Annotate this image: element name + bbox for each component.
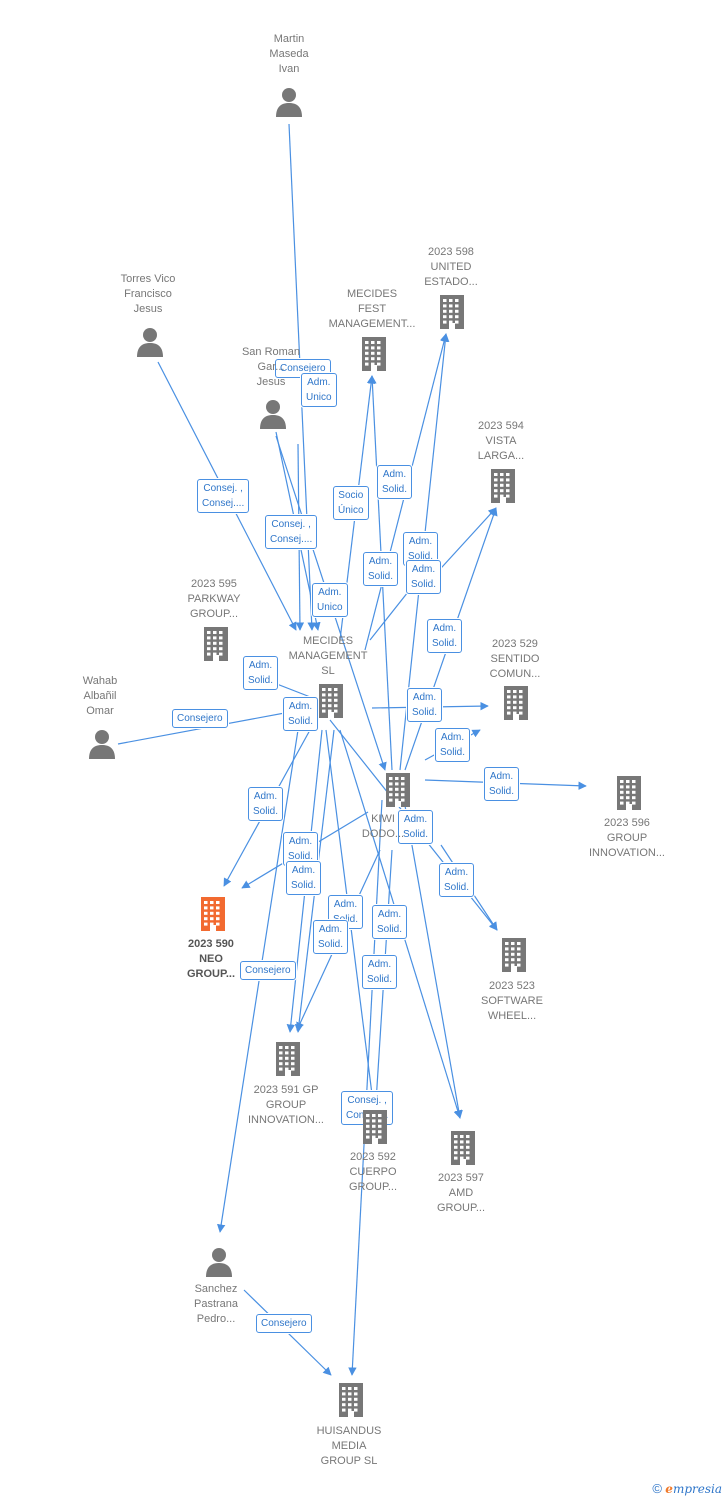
building-icon[interactable] bbox=[488, 469, 518, 508]
brand-logo: © empresia bbox=[652, 1481, 722, 1496]
node-label[interactable]: KIWI DODO... bbox=[361, 813, 405, 840]
node-label[interactable]: 2023 596 GROUP INNOVATION... bbox=[589, 817, 665, 859]
person-icon[interactable] bbox=[205, 1247, 233, 1282]
edge-label[interactable]: Adm. Unico bbox=[312, 583, 348, 617]
node-label[interactable]: MECIDES FEST MANAGEMENT... bbox=[328, 288, 416, 330]
building-icon[interactable] bbox=[316, 684, 346, 723]
person-icon[interactable] bbox=[275, 87, 303, 122]
edge-label[interactable]: Adm. Solid. bbox=[283, 832, 319, 866]
node-label[interactable]: 2023 529 SENTIDO COMUN... bbox=[489, 638, 541, 680]
building-icon[interactable] bbox=[501, 686, 531, 725]
edge-label[interactable]: Adm. Solid. bbox=[363, 552, 399, 586]
edge-line bbox=[403, 799, 463, 1119]
node-label[interactable]: 2023 598 UNITED ESTADO... bbox=[424, 246, 478, 288]
node-label[interactable]: 2023 595 PARKWAY GROUP... bbox=[187, 578, 241, 620]
edge-label[interactable]: Adm. Solid. bbox=[484, 767, 520, 801]
node-label[interactable]: Wahab Albañil Omar bbox=[82, 675, 118, 717]
edge-label[interactable]: Adm. Solid. bbox=[427, 619, 463, 653]
node-label[interactable]: 2023 594 VISTA LARGA... bbox=[477, 420, 525, 462]
edge-line bbox=[117, 709, 291, 745]
building-icon[interactable] bbox=[201, 627, 231, 666]
building-icon[interactable] bbox=[273, 1042, 303, 1081]
edge-label[interactable]: Adm. Solid. bbox=[313, 920, 349, 954]
edge-label[interactable]: Adm. Solid. bbox=[407, 688, 443, 722]
node-label[interactable]: Sanchez Pastrana Pedro... bbox=[193, 1283, 239, 1325]
building-icon[interactable] bbox=[336, 1383, 366, 1422]
edge-label[interactable]: Adm. Solid. bbox=[372, 905, 408, 939]
edge-label[interactable]: Consejero bbox=[240, 961, 296, 980]
building-icon[interactable] bbox=[437, 295, 467, 334]
edge-label[interactable]: Adm. Solid. bbox=[362, 955, 398, 989]
edge-label[interactable]: Adm. Solid. bbox=[377, 465, 413, 499]
edge-label[interactable]: Adm. Solid. bbox=[286, 861, 322, 895]
building-icon[interactable] bbox=[383, 773, 413, 812]
building-icon[interactable] bbox=[614, 776, 644, 815]
building-icon[interactable] bbox=[359, 337, 389, 376]
edge-label[interactable]: Consej. , Consej.... bbox=[197, 479, 250, 513]
building-icon[interactable] bbox=[360, 1110, 390, 1149]
node-label[interactable]: HUISANDUS MEDIA GROUP SL bbox=[316, 1425, 382, 1467]
edge-label[interactable]: Adm. Solid. bbox=[243, 656, 279, 690]
edge-label[interactable]: Consej. , Consej.... bbox=[265, 515, 318, 549]
edge-line bbox=[348, 799, 383, 1376]
person-icon[interactable] bbox=[259, 399, 287, 434]
copyright-icon: © bbox=[652, 1481, 662, 1496]
edge-label[interactable]: Adm. Unico bbox=[301, 373, 337, 407]
edge-line bbox=[431, 507, 497, 579]
node-label[interactable]: MECIDES MANAGEMENT SL bbox=[288, 635, 368, 677]
node-label[interactable]: Martin Maseda Ivan bbox=[269, 33, 309, 75]
node-label[interactable]: 2023 591 GP GROUP INNOVATION... bbox=[248, 1084, 324, 1126]
person-icon[interactable] bbox=[136, 327, 164, 362]
node-label[interactable]: 2023 592 CUERPO GROUP... bbox=[348, 1151, 398, 1193]
edge-label[interactable]: Socio Único bbox=[333, 486, 369, 520]
person-icon[interactable] bbox=[88, 729, 116, 764]
edge-label[interactable]: Adm. Solid. bbox=[439, 863, 475, 897]
edge-label[interactable]: Adm. Solid. bbox=[406, 560, 442, 594]
edge-label[interactable]: Adm. Solid. bbox=[248, 787, 284, 821]
edge-label[interactable]: Adm. Solid. bbox=[283, 697, 319, 731]
edge-label[interactable]: Adm. Solid. bbox=[435, 728, 471, 762]
node-label[interactable]: 2023 597 AMD GROUP... bbox=[436, 1172, 486, 1214]
edge-label[interactable]: Consejero bbox=[256, 1314, 312, 1333]
building-icon[interactable] bbox=[499, 938, 529, 977]
building-icon[interactable] bbox=[448, 1131, 478, 1170]
node-label[interactable]: 2023 523 SOFTWARE WHEEL... bbox=[481, 980, 543, 1022]
edge-line bbox=[217, 729, 299, 1233]
building-icon[interactable] bbox=[198, 897, 228, 936]
node-label[interactable]: 2023 590 NEO GROUP... bbox=[186, 938, 236, 980]
node-label[interactable]: San Roman Gar... Jesus bbox=[241, 346, 301, 388]
node-label[interactable]: Torres Vico Francisco Jesus bbox=[120, 273, 176, 315]
edge-label[interactable]: Adm. Solid. bbox=[398, 810, 434, 844]
edge-label[interactable]: Consejero bbox=[172, 709, 228, 728]
